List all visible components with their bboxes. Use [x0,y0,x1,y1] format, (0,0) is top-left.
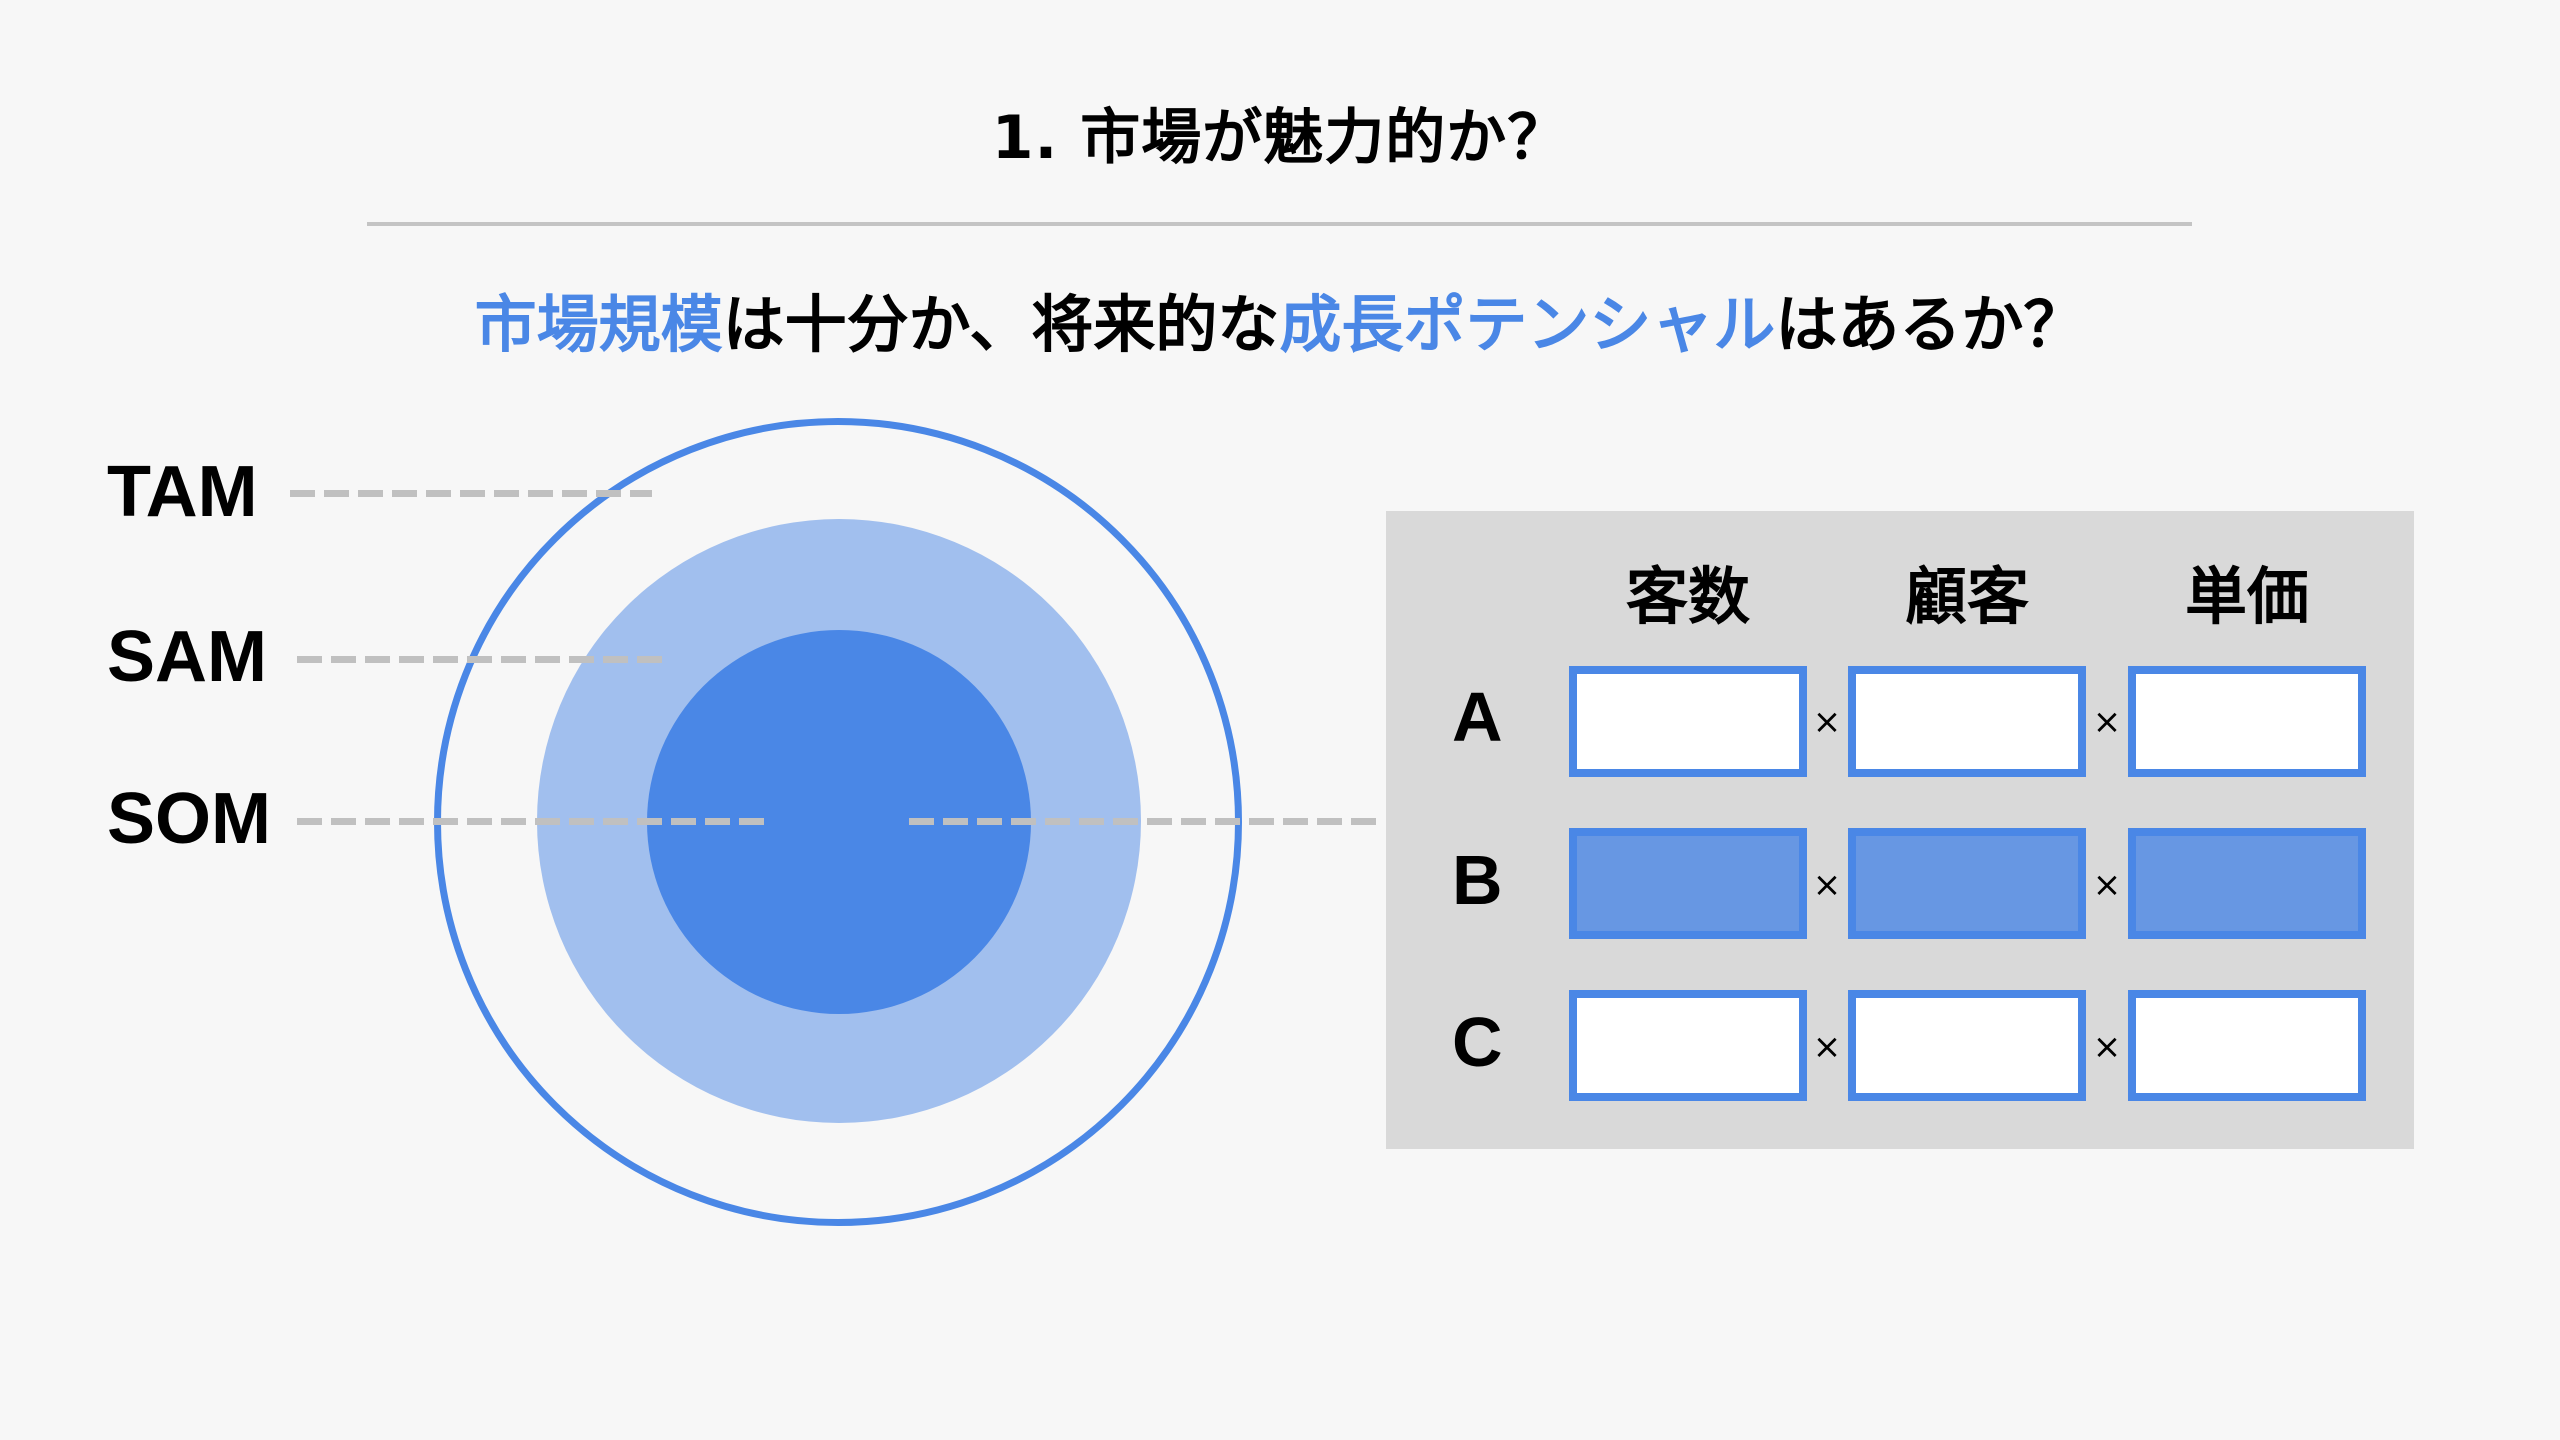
column-header-customer-count: 客数 [1625,560,1750,633]
subtitle-text-1: は十分か、将来的な [722,288,1280,361]
row-label-a: A [1452,678,1503,756]
multiply-sign: × [2092,1027,2122,1067]
sam-leader-line [297,656,664,663]
multiply-sign: × [1812,1027,1842,1067]
row-label-c: C [1452,1003,1503,1081]
multiply-sign: × [1812,702,1842,742]
tam-leader-line [290,490,652,497]
column-header-customer: 顧客 [1904,560,2029,633]
cell-b-unit-price[interactable] [2128,828,2366,939]
page-title: 1. 市場が魅力的か？ [991,103,1569,173]
subtitle: 市場規模は十分か、将来的な成長ポテンシャルはあるか？ [0,285,2560,365]
multiply-sign: × [1812,865,1842,905]
subtitle-highlight-market-size: 市場規模 [474,288,723,361]
som-leader-line-left [297,818,769,825]
cell-b-customer-count[interactable] [1569,828,1807,939]
som-label: SOM [107,779,272,859]
cell-a-unit-price[interactable] [2128,666,2366,777]
subtitle-highlight-growth-potential: 成長ポテンシャル [1279,288,1776,361]
cell-b-customer[interactable] [1848,828,2086,939]
cell-a-customer-count[interactable] [1569,666,1807,777]
cell-c-customer[interactable] [1848,990,2086,1101]
som-leader-line-right [909,818,1382,825]
cell-c-customer-count[interactable] [1569,990,1807,1101]
title-divider [367,222,2192,226]
cell-c-unit-price[interactable] [2128,990,2366,1101]
row-label-b: B [1452,841,1503,919]
column-header-unit-price: 単価 [2184,560,2309,633]
cell-a-customer[interactable] [1848,666,2086,777]
subtitle-text-2: はあるか？ [1775,288,2086,361]
multiply-sign: × [2092,865,2122,905]
sam-label: SAM [107,617,267,697]
tam-label: TAM [107,452,258,532]
multiply-sign: × [2092,702,2122,742]
